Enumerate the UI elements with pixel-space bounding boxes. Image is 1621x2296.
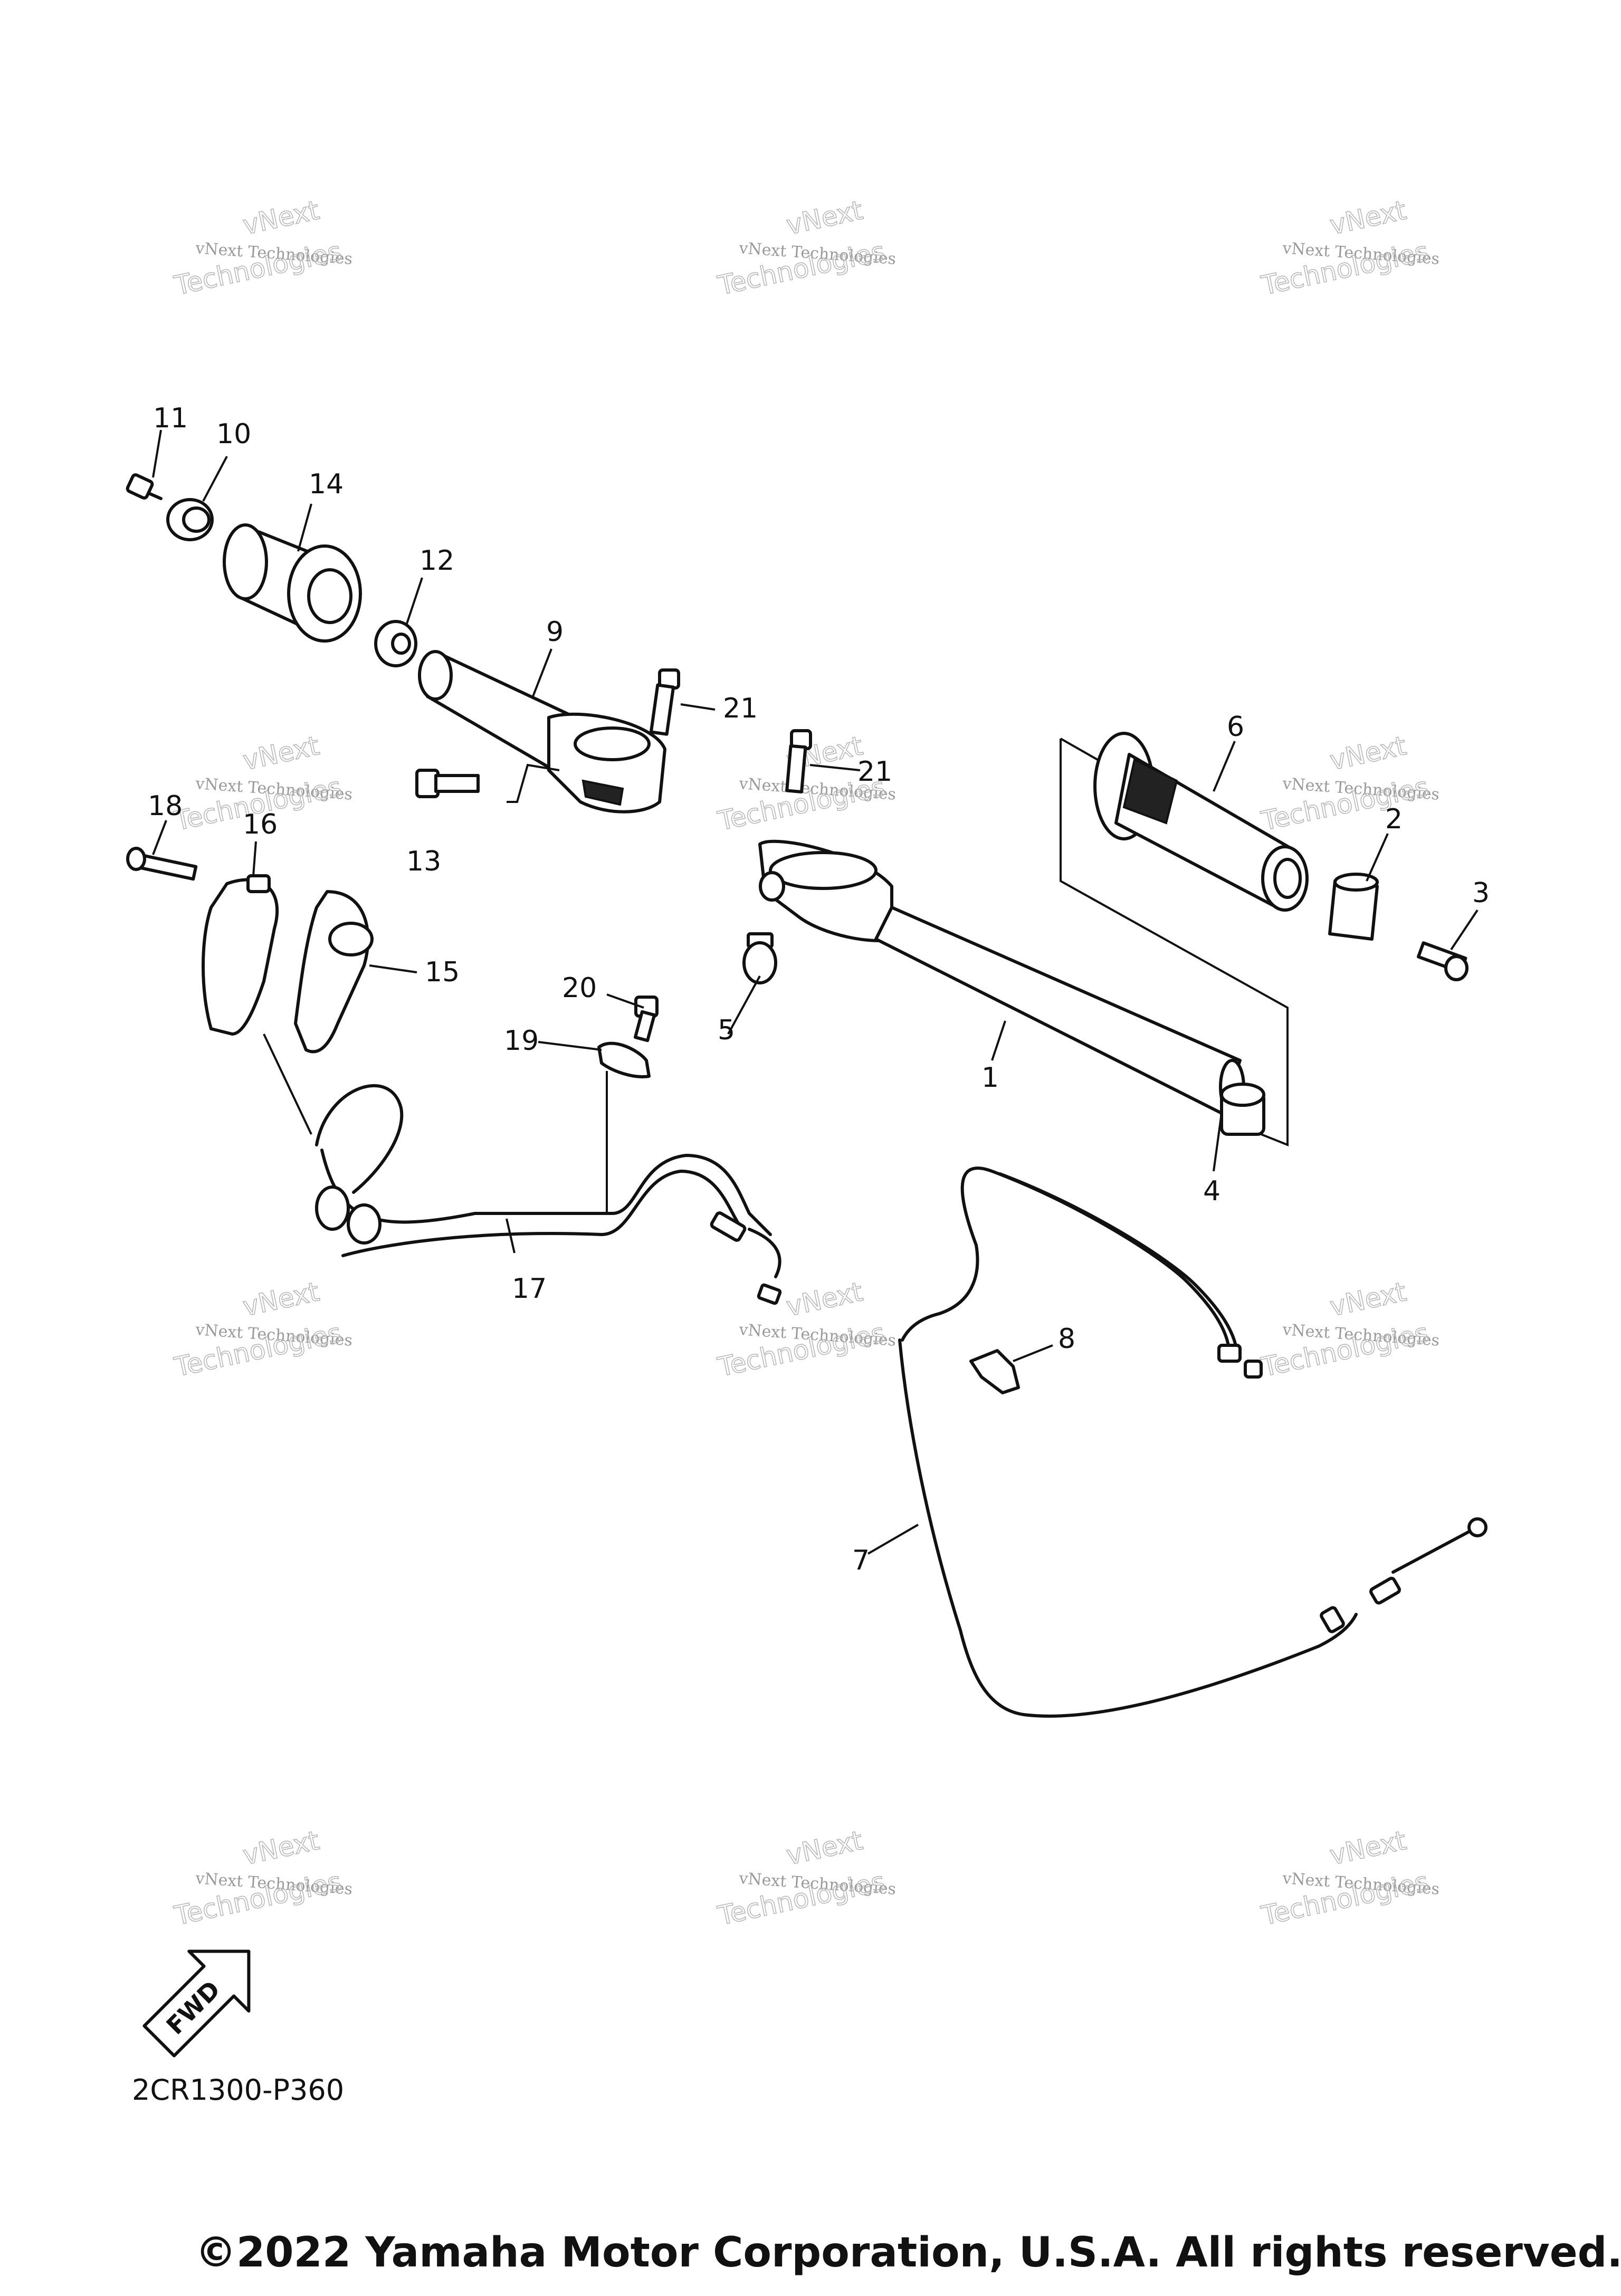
diagram-reference-code: 2CR1300-P360 (132, 2073, 345, 2107)
callout-labels: 11 10 14 12 9 21 13 21 6 2 3 5 1 4 18 16… (148, 403, 1490, 1576)
callout-21-upper: 21 (723, 693, 758, 724)
callout-11: 11 (153, 403, 188, 434)
svg-text:vNext: vNext (1327, 1825, 1409, 1871)
watermark: vNext Technologies Technologies vNext (171, 194, 353, 301)
leader-lines (152, 429, 1479, 1555)
callout-16: 16 (243, 809, 278, 840)
callout-18: 18 (148, 790, 183, 822)
callout-10: 10 (216, 418, 251, 450)
part-18-screw (126, 847, 198, 881)
part-3-screw (1416, 941, 1469, 981)
svg-text:vNext: vNext (240, 195, 322, 241)
part-1-right-handlebar (758, 839, 1245, 1115)
watermark: vNext Technologies Technologies vNext (1258, 1276, 1440, 1383)
part-6-throttle-grip (1093, 732, 1309, 912)
watermark: vNext Technologies Technologies vNext (714, 1824, 897, 1931)
watermark: vNext Technologies Technologies vNext (1258, 1824, 1440, 1931)
svg-text:vNext: vNext (784, 195, 865, 241)
callout-4: 4 (1203, 1175, 1220, 1207)
callout-17: 17 (512, 1273, 547, 1305)
callout-7: 7 (852, 1545, 870, 1576)
part-15-switch-lower (294, 890, 374, 1054)
part-14-grip (223, 523, 362, 643)
part-17-switch-harness (315, 1084, 782, 1305)
watermark: vNext Technologies Technologies vNext (1258, 730, 1440, 837)
part-10-bar-end (166, 498, 214, 541)
part-4-bar-end-weight (1220, 1083, 1265, 1136)
exploded-frame-right (1060, 738, 1289, 1146)
part-2-end-cap (1328, 873, 1379, 941)
svg-text:vNext: vNext (784, 1276, 865, 1322)
callout-5: 5 (718, 1015, 735, 1046)
part-16-switch-upper (202, 874, 279, 1036)
callout-19: 19 (504, 1025, 539, 1057)
part-13-bolt (415, 769, 480, 798)
callout-3: 3 (1472, 877, 1490, 909)
part-5-damper (742, 871, 785, 984)
callout-2: 2 (1385, 803, 1403, 835)
part-12-collar (374, 620, 417, 667)
part-7-throttle-cable (898, 1166, 1487, 1718)
part-9-left-handlebar (418, 650, 666, 814)
svg-text:vNext: vNext (1327, 195, 1409, 241)
part-20-screw (633, 996, 659, 1042)
part-21-bolt-upper (649, 668, 680, 736)
callout-12: 12 (419, 545, 454, 577)
part-21-bolt-right (785, 729, 812, 793)
callout-8: 8 (1058, 1323, 1075, 1355)
callout-20: 20 (562, 972, 597, 1004)
watermark: vNext Technologies Technologies vNext (171, 1276, 353, 1383)
svg-text:vNext: vNext (784, 1825, 865, 1871)
watermark: vNext Technologies Technologies vNext (714, 1276, 897, 1383)
watermark: vNext Technologies Technologies vNext (1258, 194, 1440, 301)
watermark: vNext Technologies Technologies vNext (171, 1824, 353, 1931)
callout-14: 14 (309, 468, 344, 500)
part-11-screw (126, 473, 163, 500)
callout-13: 13 (406, 846, 441, 877)
part-19-clamp (597, 1041, 651, 1078)
svg-text:vNext: vNext (1327, 730, 1409, 776)
svg-text:vNext: vNext (240, 1825, 322, 1871)
fwd-arrow-icon: FWD (142, 1949, 251, 2058)
callout-6: 6 (1227, 711, 1244, 743)
callout-9: 9 (546, 616, 564, 648)
callout-21-right: 21 (857, 756, 892, 788)
copyright-notice: ©2022 Yamaha Motor Corporation, U.S.A. A… (195, 2229, 1621, 2276)
part-8-holder (969, 1349, 1020, 1394)
watermark: vNext Technologies Technologies vNext (714, 194, 897, 301)
svg-text:vNext: vNext (240, 730, 322, 776)
svg-text:vNext: vNext (1327, 1276, 1409, 1322)
svg-text:vNext: vNext (240, 1276, 322, 1322)
callout-15: 15 (425, 956, 460, 988)
callout-1: 1 (981, 1062, 999, 1094)
